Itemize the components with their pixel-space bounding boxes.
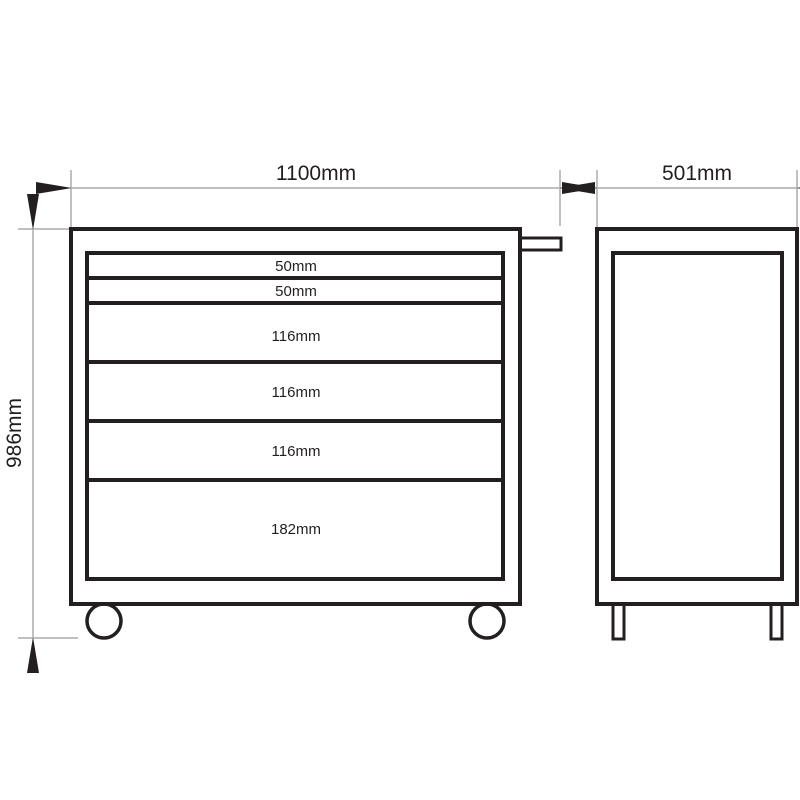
width-label: 1100mm xyxy=(276,162,356,185)
side-depth-dimension: 501mm xyxy=(562,162,800,229)
leg-left xyxy=(611,602,626,641)
side-view xyxy=(595,227,799,641)
leg-right xyxy=(769,602,784,641)
drawer-label: 182mm xyxy=(271,521,321,538)
drawer-label: 50mm xyxy=(275,283,317,300)
depth-label: 501mm xyxy=(662,162,732,185)
side-handle xyxy=(518,236,563,252)
drawer-frame xyxy=(85,251,505,581)
cabinet-body xyxy=(69,227,522,606)
height-label: 986mm xyxy=(3,398,26,468)
drawer-label: 116mm xyxy=(272,443,321,460)
drawer-label: 50mm xyxy=(275,258,317,275)
wheel-right xyxy=(468,602,506,640)
front-view: 50mm 50mm 116mm 116mm 116mm 182mm xyxy=(69,227,563,640)
wheel-left xyxy=(85,602,123,640)
side-body xyxy=(595,227,799,606)
drawer-label: 116mm xyxy=(272,328,321,345)
height-dimension: 986mm xyxy=(3,194,78,673)
side-panel xyxy=(611,251,784,581)
drawer-label: 116mm xyxy=(272,384,321,401)
front-width-dimension: 1100mm xyxy=(36,162,595,229)
